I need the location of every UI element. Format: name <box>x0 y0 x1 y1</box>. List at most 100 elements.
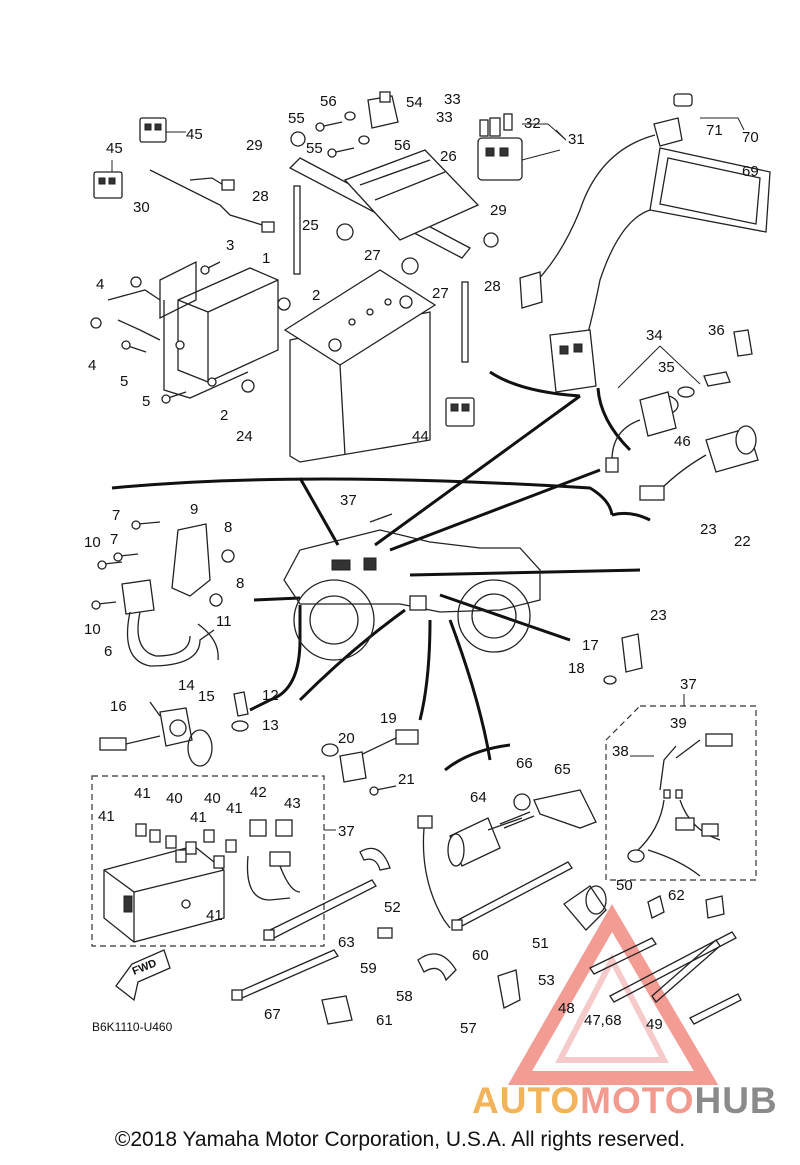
callout-67: 67 <box>264 1006 281 1023</box>
callout-labels: 45 45 30 3 1 4 2 4 5 5 2 24 44 56 55 54 … <box>84 91 759 1037</box>
callout-29b: 29 <box>490 202 507 219</box>
callout-42: 42 <box>250 784 267 801</box>
bracket-ignition <box>596 387 632 452</box>
atv-silhouette <box>283 513 541 661</box>
callout-65: 65 <box>554 761 571 778</box>
callout-70: 70 <box>742 129 759 146</box>
fwd-arrow-icon: FWD <box>115 949 171 1002</box>
callout-26: 26 <box>440 148 457 165</box>
watermark-text: AUTOMOTOHUB <box>472 1080 778 1121</box>
callout-55b: 55 <box>306 140 323 157</box>
callout-6: 6 <box>104 643 112 660</box>
callout-41b: 41 <box>98 808 115 825</box>
callout-63: 63 <box>338 934 355 951</box>
callout-25: 25 <box>302 217 319 234</box>
callout-33a: 33 <box>444 91 461 108</box>
callout-57: 57 <box>460 1020 477 1037</box>
callout-4a: 4 <box>96 276 104 293</box>
ecu-box-1 <box>159 260 279 399</box>
callout-21: 21 <box>398 771 415 788</box>
callout-27a: 27 <box>364 247 381 264</box>
callout-8a: 8 <box>224 519 232 536</box>
callout-24: 24 <box>236 428 253 445</box>
cable-ties <box>231 847 742 1025</box>
callout-5b: 5 <box>142 393 150 410</box>
callout-11: 11 <box>216 613 232 630</box>
callout-2a: 2 <box>312 287 320 304</box>
callout-60: 60 <box>472 947 489 964</box>
callout-1: 1 <box>262 250 270 267</box>
fuse-box-37 <box>103 819 301 943</box>
dc-jack-46 <box>639 425 759 501</box>
callout-2b: 2 <box>220 407 228 424</box>
callout-3: 3 <box>226 237 234 254</box>
callout-10b: 10 <box>84 621 101 638</box>
callout-56b: 56 <box>394 137 411 154</box>
callout-16: 16 <box>110 698 127 715</box>
fasteners-ecu <box>90 261 291 404</box>
callout-37c: 37 <box>338 823 355 840</box>
callout-19: 19 <box>380 710 397 727</box>
callout-31: 31 <box>568 131 585 148</box>
watermark-logo <box>507 904 719 1085</box>
callout-37a: 37 <box>340 492 357 509</box>
callout-39: 39 <box>670 715 687 732</box>
callout-66: 66 <box>516 755 533 772</box>
callout-43: 43 <box>284 795 301 812</box>
callout-30: 30 <box>133 199 150 216</box>
callout-61: 61 <box>376 1012 393 1029</box>
callout-33b: 33 <box>436 109 453 126</box>
callout-27b: 27 <box>432 285 449 302</box>
callout-36: 36 <box>708 322 725 339</box>
connector-54 <box>315 91 399 158</box>
sensors <box>99 633 643 767</box>
callout-41a: 41 <box>134 785 151 802</box>
callout-28b: 28 <box>484 278 501 295</box>
callout-51: 51 <box>532 935 549 952</box>
callout-64: 64 <box>470 789 487 806</box>
group-lines <box>111 370 641 772</box>
main-switch-34 <box>605 329 753 473</box>
callout-46: 46 <box>674 433 691 450</box>
part-code: B6K1110-U460 <box>92 1020 173 1034</box>
speed-sensor-19 <box>321 729 419 796</box>
callout-18: 18 <box>568 660 585 677</box>
callout-45a: 45 <box>186 126 203 143</box>
callout-28a: 28 <box>252 188 269 205</box>
relay-44 <box>445 397 475 427</box>
callout-35: 35 <box>658 359 675 376</box>
callout-5a: 5 <box>120 373 128 390</box>
relay-45 <box>93 117 186 199</box>
callout-48: 48 <box>558 1000 575 1017</box>
callout-12: 12 <box>262 687 279 704</box>
callout-71: 71 <box>706 122 723 139</box>
bracket-ignition-b <box>611 511 651 522</box>
callout-29a: 29 <box>246 137 263 154</box>
callout-41d: 41 <box>226 800 243 817</box>
indicator-light-69 <box>519 93 771 393</box>
harness-38 <box>627 733 733 877</box>
callout-10a: 10 <box>84 534 101 551</box>
callout-53: 53 <box>538 972 555 989</box>
ground-lead-64 <box>417 789 597 929</box>
ignition-coil-6 <box>91 520 235 667</box>
callout-41c: 41 <box>190 809 207 826</box>
callout-41e: 41 <box>206 907 223 924</box>
callout-8b: 8 <box>236 575 244 592</box>
callout-40a: 40 <box>166 790 183 807</box>
callout-49: 49 <box>646 1016 663 1033</box>
copyright-notice: ©2018 Yamaha Motor Corporation, U.S.A. A… <box>114 1128 686 1151</box>
callout-34: 34 <box>646 327 663 344</box>
callout-69: 69 <box>742 163 759 180</box>
callout-4b: 4 <box>88 357 96 374</box>
battery-band <box>288 131 499 363</box>
lead-wire-30 <box>149 169 275 233</box>
callout-7a: 7 <box>112 507 120 524</box>
leader-lines <box>522 117 745 757</box>
callout-58: 58 <box>396 988 413 1005</box>
callout-50: 50 <box>616 877 633 894</box>
callout-23b: 23 <box>650 607 667 624</box>
callout-23a: 23 <box>700 521 717 538</box>
callout-7b: 7 <box>110 531 118 548</box>
